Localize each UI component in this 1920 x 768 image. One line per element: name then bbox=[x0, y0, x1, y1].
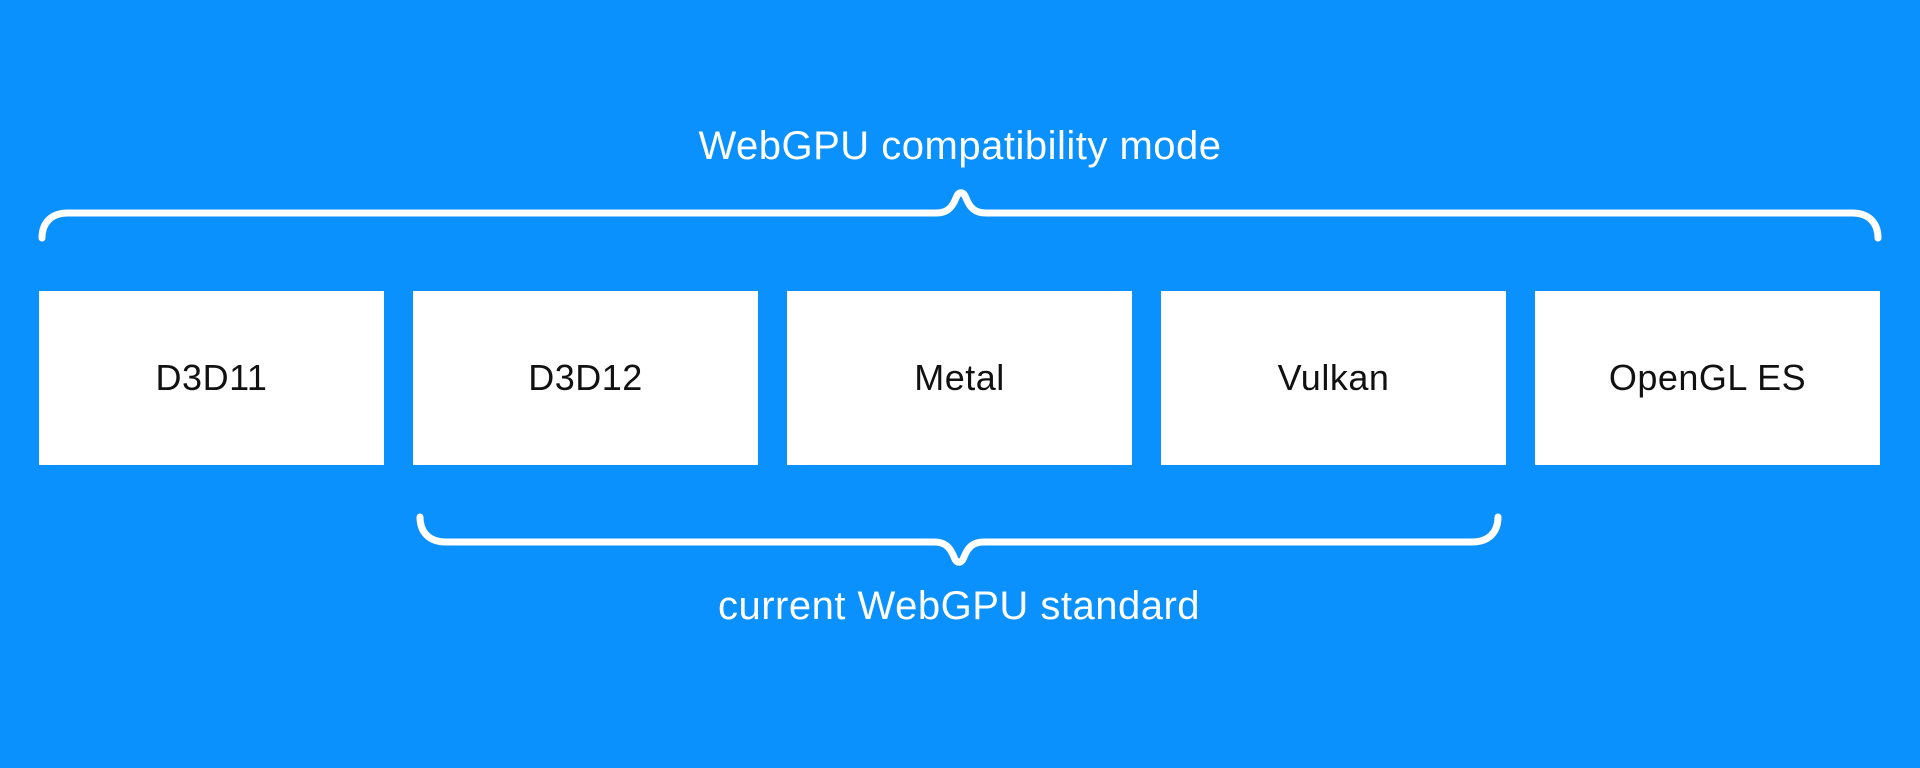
backend-box-metal: Metal bbox=[787, 291, 1132, 465]
backend-box-label: Metal bbox=[914, 357, 1005, 398]
backend-box-vulkan: Vulkan bbox=[1161, 291, 1506, 465]
backend-box-d3d11: D3D11 bbox=[39, 291, 384, 465]
backend-box-label: Vulkan bbox=[1277, 357, 1390, 398]
bottom-brace bbox=[416, 513, 1502, 566]
backend-box-opengl-es: OpenGL ES bbox=[1535, 291, 1880, 465]
backend-box-label: OpenGL ES bbox=[1608, 357, 1807, 398]
backend-box-label: D3D11 bbox=[155, 357, 268, 398]
bottom-group-label: current WebGPU standard bbox=[717, 584, 1201, 628]
top-brace-path bbox=[38, 189, 1882, 242]
backend-box-label: D3D12 bbox=[528, 357, 643, 398]
top-group-label: WebGPU compatibility mode bbox=[698, 124, 1222, 168]
backend-box-d3d12: D3D12 bbox=[413, 291, 758, 465]
backend-boxes-row: D3D11 D3D12 Metal Vulkan OpenGL ES bbox=[39, 291, 1880, 465]
bottom-brace-path bbox=[416, 513, 1502, 566]
top-brace bbox=[38, 189, 1882, 242]
